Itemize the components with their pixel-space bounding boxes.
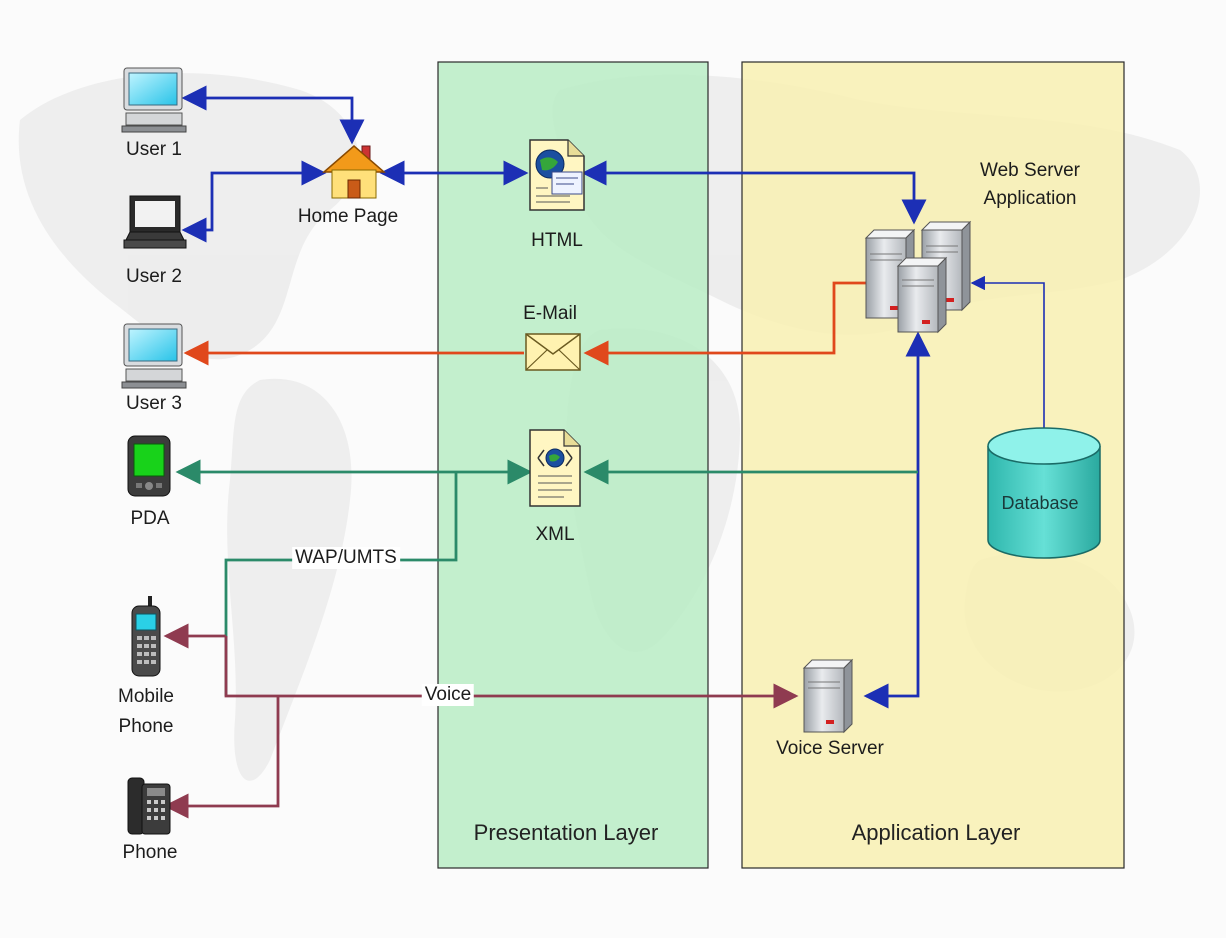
database-cylinder-icon xyxy=(987,427,1101,559)
web-server-label-line1: Web Server xyxy=(980,160,1080,181)
voice-label: Voice xyxy=(421,684,475,706)
home-page-label: Home Page xyxy=(297,206,399,227)
html-label: HTML xyxy=(531,230,583,251)
pda-label: PDA xyxy=(130,508,170,529)
mobile-phone-icon xyxy=(131,596,161,677)
html-document-icon xyxy=(529,139,585,211)
house-icon xyxy=(321,145,387,199)
phone-label: Phone xyxy=(122,842,178,863)
user2-label: User 2 xyxy=(126,266,182,287)
desktop-computer-icon xyxy=(121,67,187,133)
mobile-label-line1: Mobile xyxy=(118,686,174,707)
link-webserver-database xyxy=(970,275,1052,448)
database-label: Database xyxy=(1001,493,1079,513)
server-icon xyxy=(802,658,854,734)
application-layer-title: Application Layer xyxy=(851,820,1021,845)
connection-lines xyxy=(163,85,1052,819)
link-user2-homepage xyxy=(181,160,327,243)
xml-label: XML xyxy=(535,524,575,545)
mobile-label-line2: Phone xyxy=(118,716,174,737)
user3-label: User 3 xyxy=(126,393,182,414)
link-html-webserver xyxy=(581,160,927,225)
wap-umts-label: WAP/UMTS xyxy=(292,547,400,569)
link-user1-homepage xyxy=(181,85,365,145)
server-cluster-icon xyxy=(864,220,972,334)
link-voice-main xyxy=(224,636,799,709)
xml-document-icon xyxy=(529,429,581,507)
desk-phone-icon xyxy=(127,777,171,835)
laptop-icon xyxy=(123,195,187,249)
envelope-icon xyxy=(525,333,581,371)
user1-label: User 1 xyxy=(126,139,182,160)
link-webserver-voiceserver xyxy=(863,331,931,709)
presentation-layer-title: Presentation Layer xyxy=(473,820,659,845)
email-label: E-Mail xyxy=(523,303,577,324)
link-phone xyxy=(163,696,280,819)
link-webserver-email xyxy=(583,281,866,366)
desktop-computer-icon xyxy=(121,323,187,389)
pda-icon xyxy=(127,435,171,497)
web-server-label-line2: Application xyxy=(983,188,1077,209)
voice-server-label: Voice Server xyxy=(776,738,884,759)
